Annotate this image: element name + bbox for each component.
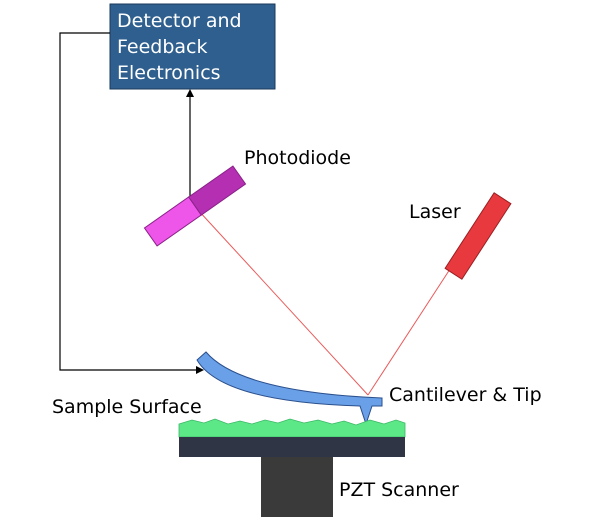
photodiode-segment-b	[187, 165, 247, 216]
incident-beam	[367, 265, 453, 396]
laser-label: Laser	[409, 201, 461, 223]
pzt-scanner-label: PZT Scanner	[339, 479, 459, 501]
reflected-beam	[197, 209, 369, 396]
sample-surface-label: Sample Surface	[52, 396, 202, 418]
cantilever-label: Cantilever & Tip	[389, 384, 542, 406]
pzt-scanner-block	[261, 457, 333, 517]
photodiode-label: Photodiode	[244, 147, 351, 169]
detector-box-line-2: Feedback	[117, 36, 207, 58]
photodiode-segment-a	[143, 196, 203, 247]
laser-body	[444, 192, 512, 280]
cantilever-tip	[196, 351, 383, 426]
detector-box-rect	[109, 3, 276, 90]
feedback-loop-line	[59, 32, 204, 374]
laser	[444, 192, 512, 280]
detector-box-line-1: Detector and	[117, 10, 242, 32]
cantilever-beam	[196, 351, 383, 426]
sample-stage	[179, 437, 405, 457]
detector-box-line-3: Electronics	[117, 62, 221, 84]
sample-surface	[178, 418, 406, 438]
detector-feedback-box: Detector and Feedback Electronics	[109, 3, 276, 90]
laser-beam	[197, 209, 453, 396]
photodiode	[143, 165, 247, 247]
